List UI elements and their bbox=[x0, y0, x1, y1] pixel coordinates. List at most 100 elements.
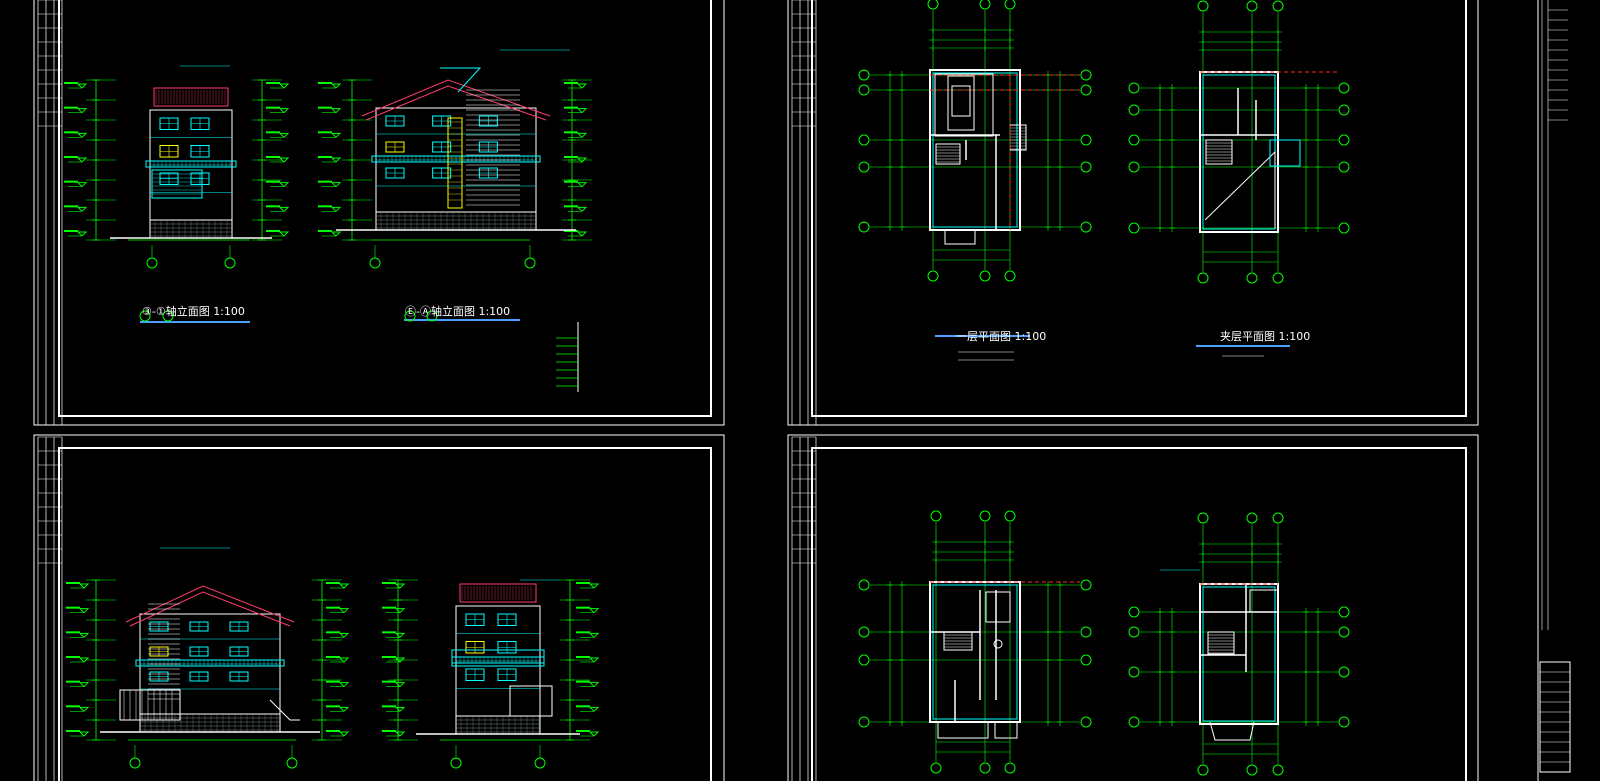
axis-bubble bbox=[1338, 666, 1350, 678]
level-label-stub bbox=[66, 606, 80, 609]
axis-bubble bbox=[1080, 654, 1092, 666]
axis-bubble bbox=[1128, 134, 1140, 146]
base-wall bbox=[455, 715, 541, 735]
roof-parapet bbox=[459, 583, 537, 603]
stone-base-hatch bbox=[149, 219, 233, 239]
level-triangle bbox=[394, 731, 406, 737]
roof-parapet bbox=[153, 87, 229, 107]
axis-bubble bbox=[1004, 0, 1016, 10]
title-block-strip bbox=[37, 0, 63, 425]
title-block-strip bbox=[791, 0, 817, 425]
porch bbox=[119, 689, 181, 721]
axis-bubble bbox=[1128, 666, 1140, 678]
level-label-stub bbox=[266, 106, 280, 109]
axis-bubble bbox=[1080, 69, 1092, 81]
annotation-leader bbox=[440, 67, 482, 93]
level-label-stub bbox=[564, 156, 578, 158]
level-label-stub bbox=[266, 82, 280, 84]
axis-bubble bbox=[1080, 84, 1092, 96]
level-triangle bbox=[78, 706, 90, 712]
axis-bubble bbox=[1246, 764, 1258, 776]
level-label-stub bbox=[66, 656, 80, 658]
balcony bbox=[451, 649, 545, 667]
axis-bubble bbox=[1128, 222, 1140, 234]
axis-bubble bbox=[1128, 606, 1140, 618]
level-label-stub bbox=[326, 606, 340, 609]
level-label-stub bbox=[576, 582, 590, 584]
plan-title-ground-floor: 一层平面图 1:100 bbox=[956, 330, 1047, 343]
floor-plan bbox=[858, 510, 1092, 774]
roof-gable-inner bbox=[129, 591, 291, 627]
level-label-stub bbox=[564, 82, 578, 84]
level-label-stub bbox=[382, 705, 396, 708]
toilet bbox=[993, 639, 1003, 649]
level-label-stub bbox=[564, 180, 578, 183]
level-label-stub bbox=[326, 705, 340, 708]
balcony bbox=[937, 721, 989, 739]
elevations-top bbox=[64, 49, 592, 392]
sheet-inner-border bbox=[811, 0, 1467, 417]
axis-bubble bbox=[979, 510, 991, 522]
axis-bubble bbox=[1080, 716, 1092, 728]
level-label-stub bbox=[318, 131, 332, 134]
axis-bubble bbox=[1080, 221, 1092, 233]
level-triangle bbox=[394, 706, 406, 712]
axis-bubble bbox=[1246, 0, 1258, 12]
axis-bubble bbox=[1338, 104, 1350, 116]
sheet-inner-border bbox=[58, 0, 712, 417]
axis-bubble bbox=[1272, 272, 1284, 284]
level-label-stub bbox=[66, 705, 80, 708]
level-label-stub bbox=[266, 131, 280, 134]
axis-bubble bbox=[858, 221, 870, 233]
axis-bubble bbox=[1338, 716, 1350, 728]
level-triangle bbox=[330, 132, 342, 138]
sheet-inner-border bbox=[811, 447, 1467, 781]
level-label-stub bbox=[66, 680, 80, 683]
sheet-elevations-bottom bbox=[33, 434, 725, 781]
level-label-stub bbox=[326, 582, 340, 584]
level-triangle bbox=[76, 182, 88, 188]
bay-window bbox=[1269, 139, 1301, 167]
axis-bubble bbox=[450, 757, 462, 769]
level-label-stub bbox=[576, 730, 590, 732]
level-label-stub bbox=[382, 680, 396, 683]
axis-bubble bbox=[930, 762, 942, 774]
building-elevation bbox=[110, 87, 272, 239]
balcony-railing bbox=[451, 656, 545, 664]
level-label-stub bbox=[564, 230, 578, 232]
axis-bubble bbox=[979, 0, 991, 10]
level-label-stub bbox=[64, 106, 78, 109]
level-label-stub bbox=[564, 131, 578, 134]
sheet-outer-border bbox=[787, 0, 1479, 426]
axis-bubble bbox=[1338, 222, 1350, 234]
level-triangle bbox=[76, 108, 88, 114]
balcony-railing bbox=[135, 659, 285, 667]
level-label-stub bbox=[382, 606, 396, 609]
level-label-stub bbox=[64, 230, 78, 232]
level-triangle bbox=[338, 706, 350, 712]
level-triangle bbox=[278, 182, 290, 188]
axis-bubble bbox=[139, 310, 151, 322]
axis-bubble bbox=[1338, 134, 1350, 146]
level-triangle bbox=[278, 231, 290, 237]
level-triangle bbox=[78, 583, 90, 589]
axis-bubble bbox=[979, 762, 991, 774]
stair bbox=[1207, 631, 1235, 655]
axis-bubble bbox=[1197, 512, 1209, 524]
base-wall bbox=[375, 211, 537, 231]
axis-bubble bbox=[927, 0, 939, 10]
axis-bubble bbox=[524, 257, 536, 269]
level-triangle bbox=[278, 206, 290, 212]
level-triangle bbox=[330, 83, 342, 89]
axis-bubble bbox=[162, 310, 174, 322]
level-triangle bbox=[76, 206, 88, 212]
exterior-wall bbox=[929, 581, 1021, 723]
level-label-stub bbox=[576, 656, 590, 658]
axis-bubble bbox=[1338, 82, 1350, 94]
level-triangle bbox=[330, 206, 342, 212]
level-label-stub bbox=[64, 156, 78, 158]
level-triangle bbox=[576, 83, 588, 89]
level-label-stub bbox=[64, 82, 78, 84]
plans-top bbox=[858, 0, 1350, 361]
